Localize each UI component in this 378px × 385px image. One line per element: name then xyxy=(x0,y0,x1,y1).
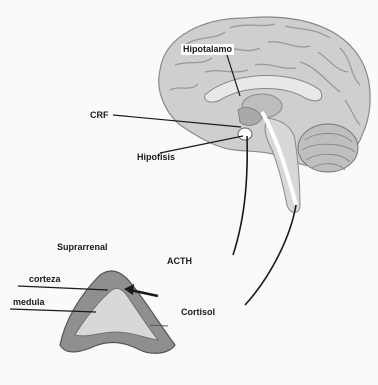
suprarrenal-label: Suprarrenal xyxy=(57,243,108,252)
pituitary xyxy=(238,128,252,140)
acth-label: ACTH xyxy=(167,257,192,266)
cortisol-label: Cortisol xyxy=(181,308,215,317)
crf-label: CRF xyxy=(90,111,109,120)
acth-path xyxy=(233,136,247,255)
hipotalamo-label: Hipotalamo xyxy=(181,44,234,55)
corteza-label: corteza xyxy=(29,275,61,284)
hipofisis-label: Hipofisis xyxy=(137,153,175,162)
medula-label: medula xyxy=(13,298,45,307)
cortisol-path xyxy=(245,205,296,305)
